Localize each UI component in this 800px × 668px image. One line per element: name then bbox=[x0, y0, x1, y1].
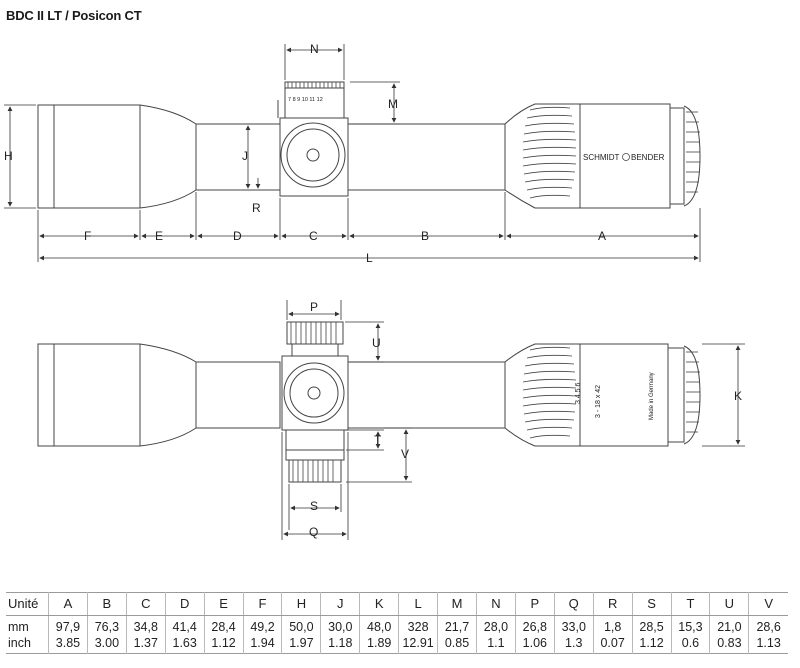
table-cell: 33,0 bbox=[553, 615, 594, 635]
header-col: U bbox=[709, 592, 749, 616]
header-col: V bbox=[748, 592, 788, 616]
table-cell: 15,3 bbox=[670, 615, 710, 635]
table-cell: 30,0 bbox=[320, 615, 360, 635]
spec-table: Unité A B C D E F H J K L M N P Q R S T … bbox=[6, 592, 788, 654]
table-header-row: Unité A B C D E F H J K L M N P Q R S T … bbox=[6, 592, 788, 616]
magnification-numbers: 3 4 5 6 bbox=[575, 382, 582, 404]
dim-label-n: N bbox=[310, 42, 319, 56]
table-cell: 1.12 bbox=[631, 635, 671, 654]
table-cell: 12.91 bbox=[398, 635, 438, 654]
header-col: S bbox=[631, 592, 671, 616]
dim-label-f: F bbox=[84, 229, 91, 243]
dim-label-s: S bbox=[310, 499, 318, 513]
table-cell: 3.85 bbox=[48, 635, 88, 654]
top-view-scope bbox=[37, 81, 701, 209]
table-cell: 48,0 bbox=[359, 615, 399, 635]
dim-label-c: C bbox=[309, 229, 318, 243]
header-col: M bbox=[437, 592, 477, 616]
table-cell: 1.37 bbox=[125, 635, 166, 654]
table-cell: 28,6 bbox=[748, 615, 788, 635]
header-col: R bbox=[592, 592, 633, 616]
table-cell: 28,0 bbox=[475, 615, 516, 635]
table-cell: 1.97 bbox=[281, 635, 321, 654]
table-cell: 1.18 bbox=[320, 635, 360, 654]
header-col: E bbox=[203, 592, 244, 616]
header-col: T bbox=[670, 592, 710, 616]
table-cell: 3.00 bbox=[86, 635, 127, 654]
dim-label-v: V bbox=[401, 447, 409, 461]
table-cell: 21,7 bbox=[437, 615, 477, 635]
turret-dial-numbers: 7 8 9 10 11 12 bbox=[288, 97, 323, 103]
dim-label-t: T bbox=[374, 433, 382, 447]
brand-text-2: BENDER bbox=[631, 153, 665, 162]
dim-label-h: H bbox=[4, 149, 13, 163]
table-cell: 76,3 bbox=[86, 615, 127, 635]
table-cell: 1.13 bbox=[748, 635, 788, 654]
table-cell: 0.07 bbox=[592, 635, 633, 654]
magnification-text: 3 - 18 x 42 bbox=[595, 385, 602, 418]
header-col: F bbox=[242, 592, 282, 616]
header-col: N bbox=[475, 592, 516, 616]
dim-label-k: K bbox=[734, 389, 742, 403]
table-cell: 97,9 bbox=[48, 615, 88, 635]
brand-text: SCHMIDT bbox=[583, 153, 620, 162]
table-cell: 28,5 bbox=[631, 615, 671, 635]
table-cell: 1.06 bbox=[514, 635, 555, 654]
header-unit: Unité bbox=[6, 592, 49, 616]
table-cell: 1.89 bbox=[359, 635, 399, 654]
header-col: A bbox=[48, 592, 88, 616]
dim-label-e: E bbox=[155, 229, 163, 243]
table-row: mm 97,9 76,3 34,8 41,4 28,4 49,2 50,0 30… bbox=[6, 615, 788, 635]
table-cell: 34,8 bbox=[125, 615, 166, 635]
header-col: B bbox=[86, 592, 127, 616]
page-title: BDC II LT / Posicon CT bbox=[6, 8, 142, 23]
dim-label-q: Q bbox=[309, 525, 318, 539]
table-cell: 1.3 bbox=[553, 635, 594, 654]
dim-label-m: M bbox=[388, 97, 398, 111]
dim-label-d: D bbox=[233, 229, 242, 243]
header-col: Q bbox=[553, 592, 594, 616]
header-col: H bbox=[281, 592, 321, 616]
side-view-scope bbox=[37, 321, 701, 483]
table-cell: 49,2 bbox=[242, 615, 282, 635]
dim-label-j: J bbox=[242, 149, 248, 163]
dim-label-a: A bbox=[598, 229, 606, 243]
table-cell: 0.83 bbox=[709, 635, 749, 654]
header-col: L bbox=[398, 592, 438, 616]
header-col: P bbox=[514, 592, 555, 616]
table-cell: 21,0 bbox=[709, 615, 749, 635]
table-cell: 0.85 bbox=[437, 635, 477, 654]
table-cell: 1.63 bbox=[164, 635, 205, 654]
header-col: K bbox=[359, 592, 399, 616]
table-cell: 0.6 bbox=[670, 635, 710, 654]
row-unit: mm bbox=[8, 620, 29, 634]
made-in-text: Made in Germany bbox=[649, 372, 655, 420]
dim-label-u: U bbox=[372, 336, 381, 350]
table-cell: 26,8 bbox=[514, 615, 555, 635]
table-cell: 328 bbox=[398, 615, 438, 635]
table-cell: 1.1 bbox=[475, 635, 516, 654]
table-cell: 28,4 bbox=[203, 615, 244, 635]
dim-label-l: L bbox=[366, 251, 373, 265]
dim-label-b: B bbox=[421, 229, 429, 243]
scope-technical-drawing: N M H J R F E D C B A L P U T V S Q K SC… bbox=[4, 42, 745, 540]
dim-label-r: R bbox=[252, 201, 261, 215]
table-cell: 1.12 bbox=[203, 635, 244, 654]
side-view-dimensions bbox=[281, 300, 745, 540]
table-cell: 41,4 bbox=[164, 615, 205, 635]
header-col: C bbox=[125, 592, 166, 616]
table-cell: 50,0 bbox=[281, 615, 321, 635]
table-cell: 1,8 bbox=[592, 615, 633, 635]
header-col: D bbox=[164, 592, 205, 616]
brand-logo-icon bbox=[622, 153, 630, 161]
table-row: inch 3.85 3.00 1.37 1.63 1.12 1.94 1.97 … bbox=[6, 635, 788, 654]
table-cell: 1.94 bbox=[242, 635, 282, 654]
dim-label-p: P bbox=[310, 300, 318, 314]
header-col: J bbox=[320, 592, 360, 616]
top-view-dimensions bbox=[4, 44, 701, 262]
row-unit: inch bbox=[8, 636, 31, 650]
